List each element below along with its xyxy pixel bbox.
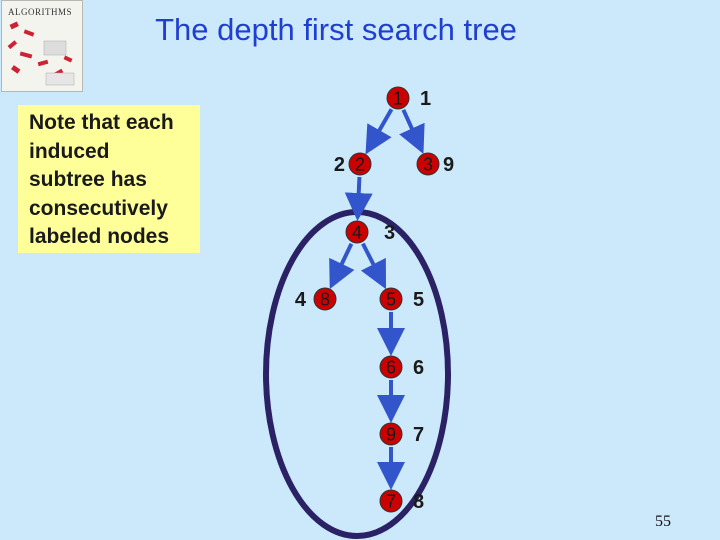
dfs-order-label: 8	[413, 491, 424, 513]
node-label: 5	[386, 290, 396, 310]
book-cover-title: ALGORITHMS	[8, 7, 73, 17]
dfs-order-label: 5	[413, 289, 424, 311]
node-circle	[345, 220, 369, 244]
node-circle	[379, 287, 403, 311]
book-cover-image: ALGORITHMS	[1, 0, 83, 92]
node-label: 8	[320, 290, 330, 310]
tree-edge-2-4	[344, 176, 373, 222]
page-number: 55	[655, 513, 671, 530]
book-cover-art	[7, 21, 75, 86]
note-line: Note that each	[29, 111, 174, 134]
node-circle	[348, 152, 372, 176]
node-label: 3	[423, 155, 433, 175]
node-label: 9	[386, 425, 396, 445]
note-line: subtree has	[29, 168, 147, 191]
node-circle	[379, 422, 403, 446]
dfs-order-label: 6	[413, 357, 424, 379]
note-line: consecutively	[29, 196, 168, 220]
node-circle	[416, 152, 440, 176]
dfs-order-label: 3	[384, 222, 395, 244]
tree-node-2: 22	[334, 152, 372, 176]
dfs-order-label: 9	[443, 154, 454, 176]
page-title: The depth first search tree	[155, 12, 517, 47]
dfs-order-label: 1	[420, 88, 431, 110]
node-circle	[379, 489, 403, 513]
dfs-order-label: 2	[334, 154, 345, 176]
node-circle	[386, 86, 410, 110]
node-circle	[313, 287, 337, 311]
dfs-order-label: 4	[295, 289, 307, 311]
tree-edge-1-3	[399, 109, 425, 154]
tree-node-8: 84	[295, 287, 337, 311]
tree-edge-4-5	[360, 242, 387, 290]
tree-edge-1-2	[365, 108, 394, 155]
note-box: Note that each induced subtree has conse…	[18, 105, 200, 253]
dfs-order-label: 7	[413, 424, 424, 446]
node-label: 1	[393, 89, 403, 109]
node-label: 6	[386, 358, 396, 378]
note-line: labeled nodes	[29, 225, 170, 248]
tree-edge-4-8	[329, 242, 355, 290]
node-label: 7	[386, 492, 396, 512]
node-label: 2	[355, 155, 365, 175]
note-line: induced	[29, 139, 110, 163]
node-circle	[379, 355, 403, 379]
node-label: 4	[352, 223, 362, 243]
